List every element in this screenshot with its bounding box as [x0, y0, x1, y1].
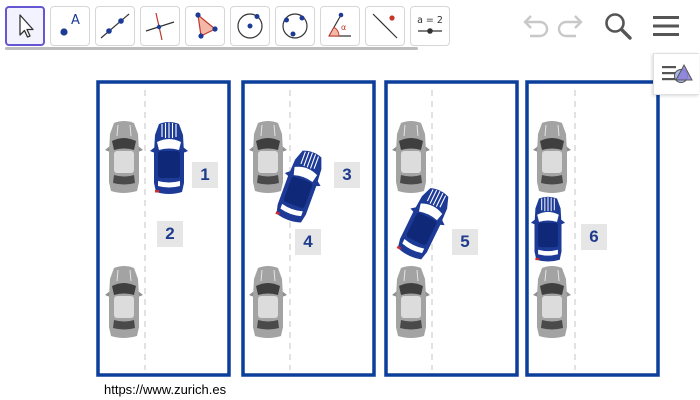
angle-tool-button[interactable]: α	[320, 6, 360, 46]
polygon-tool-button[interactable]	[185, 6, 225, 46]
maneuvering-car-step-6	[530, 196, 566, 262]
slider-icon: a = 2	[417, 15, 443, 34]
parked-car	[104, 120, 144, 194]
perpendicular-tool-button[interactable]	[140, 6, 180, 46]
circle-center-point-icon	[237, 13, 263, 39]
step-label-3: 3	[334, 162, 360, 188]
slider-tool-button[interactable]: a = 2	[410, 6, 450, 46]
maneuvering-car-step-1	[149, 121, 189, 195]
menu-icon	[653, 16, 679, 36]
step-label-2: 2	[157, 221, 183, 247]
parking-frame-4	[525, 80, 660, 377]
redo-button[interactable]	[553, 8, 589, 44]
parked-car	[532, 265, 572, 339]
line-tool-button[interactable]	[95, 6, 135, 46]
parking-frame-2	[241, 80, 376, 377]
parking-drawing	[96, 80, 660, 377]
parked-car	[391, 120, 431, 194]
lane-markings	[144, 90, 576, 370]
undo-button[interactable]	[517, 8, 553, 44]
point-tool-label: A	[71, 13, 80, 28]
point-tool-button[interactable]: A	[50, 6, 90, 46]
line-through-points-icon	[100, 13, 130, 39]
graphics-view[interactable]	[0, 52, 700, 400]
parked-car	[104, 265, 144, 339]
step-label-4: 4	[295, 229, 321, 255]
algebra-view-toggle[interactable]	[653, 53, 699, 95]
source-url: https://www.zurich.es	[104, 382, 227, 397]
triangle-polygon-icon	[195, 12, 218, 39]
angle-icon: α	[328, 12, 351, 37]
search-icon	[605, 13, 632, 40]
circle-three-points-icon	[282, 13, 308, 39]
point-A-icon: A	[60, 13, 80, 36]
cursor-arrow-icon	[19, 14, 34, 38]
toolbar-scroll-indicator	[5, 47, 418, 50]
move-tool-button[interactable]	[5, 6, 45, 46]
redo-icon	[557, 15, 583, 38]
step-label-6: 6	[581, 224, 607, 250]
toolbar: A	[0, 0, 700, 52]
circle-center-tool-button[interactable]	[230, 6, 270, 46]
parking-frame-1	[96, 80, 231, 377]
reflect-tool-button[interactable]	[365, 6, 405, 46]
parking-frame-3	[384, 80, 519, 377]
maneuvering-car-step-5	[391, 181, 458, 265]
perpendicular-line-icon	[145, 12, 175, 41]
circle-three-points-tool-button[interactable]	[275, 6, 315, 46]
svg-text:α: α	[341, 23, 346, 32]
menu-button[interactable]	[648, 8, 684, 44]
parked-car	[248, 120, 288, 194]
reflect-about-line-icon	[372, 13, 398, 39]
slider-tool-label: a = 2	[417, 15, 443, 26]
parked-car	[532, 120, 572, 194]
step-label-5: 5	[452, 229, 478, 255]
search-button[interactable]	[600, 8, 636, 44]
step-label-1: 1	[192, 162, 218, 188]
algebra-view-icon	[661, 63, 693, 83]
parked-car	[391, 265, 431, 339]
parked-car	[248, 265, 288, 339]
undo-icon	[523, 15, 549, 38]
